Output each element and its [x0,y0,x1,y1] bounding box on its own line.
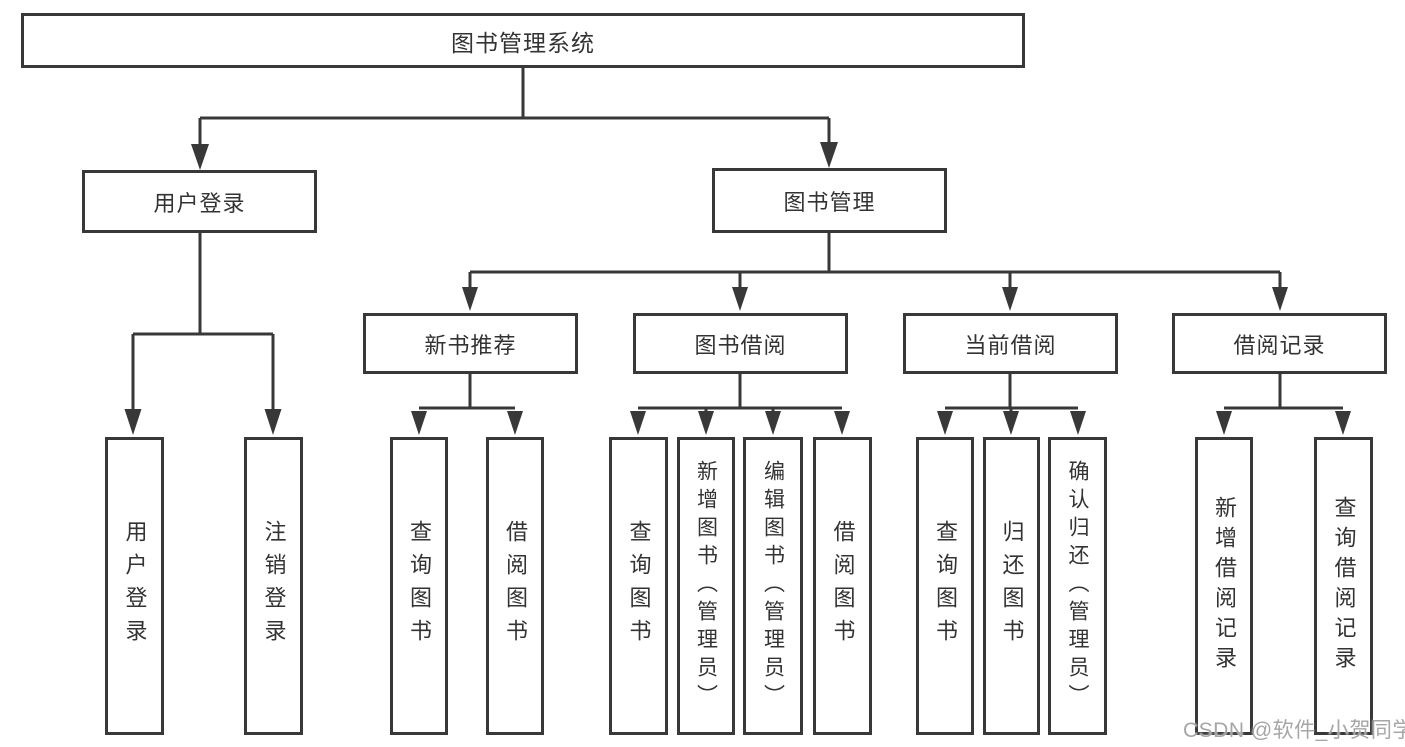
node-label: 新书推荐 [424,332,517,358]
leaf-borrow-books: 借阅图书 [813,437,872,735]
leaf-add-books-admin: 新增图书（管理员） [677,437,735,735]
node-label: 借阅记录 [1233,332,1326,358]
node-label: 图书借阅 [694,332,787,358]
arrowhead-icons [124,142,1351,435]
node-book-borrow: 图书借阅 [633,313,848,374]
node-label: 当前借阅 [964,332,1057,358]
leaf-edit-books-admin: 编辑图书（管理员） [743,437,803,735]
node-library-system-root: 图书管理系统 [21,13,1025,68]
node-borrow-records: 借阅记录 [1172,313,1387,374]
csdn-watermark: CSDN @软件_小贺同学 [1183,719,1405,742]
leaf-query-books-borrow: 查询图书 [609,437,668,735]
node-label: 图书管理 [783,189,876,215]
leaf-query-borrow-record: 查询借阅记录 [1314,437,1373,735]
leaf-label: 新增图书（管理员） [694,460,718,712]
node-new-book-recommend: 新书推荐 [363,313,578,374]
leaf-user-login: 用户登录 [105,437,164,735]
leaf-label: 确认归还（管理员） [1066,460,1089,712]
leaf-confirm-return-admin: 确认归还（管理员） [1048,437,1107,735]
node-label: 用户登录 [153,190,246,216]
leaf-label: 编辑图书（管理员） [761,460,785,712]
leaf-add-borrow-record: 新增借阅记录 [1195,437,1253,735]
leaf-label: 查询图书 [626,520,652,652]
node-label: 图书管理系统 [451,29,595,56]
leaf-query-books-recommend: 查询图书 [390,437,448,735]
leaf-label: 借阅图书 [830,520,856,652]
leaf-label: 用户登录 [122,520,148,652]
leaf-borrow-books-recommend: 借阅图书 [486,437,544,735]
node-book-management: 图书管理 [712,168,947,233]
leaf-label: 注销登录 [261,520,287,652]
node-current-borrow: 当前借阅 [903,313,1118,374]
leaf-label: 新增借阅记录 [1212,496,1237,676]
leaf-logout: 注销登录 [244,437,303,735]
leaf-label: 借阅图书 [503,520,528,652]
node-user-login: 用户登录 [82,170,317,233]
leaf-query-books-current: 查询图书 [916,437,974,735]
leaf-label: 查询借阅记录 [1331,496,1357,676]
leaf-label: 查询图书 [933,520,958,652]
leaf-label: 归还图书 [999,520,1025,652]
leaf-label: 查询图书 [407,520,432,652]
leaf-return-books: 归还图书 [983,437,1040,735]
